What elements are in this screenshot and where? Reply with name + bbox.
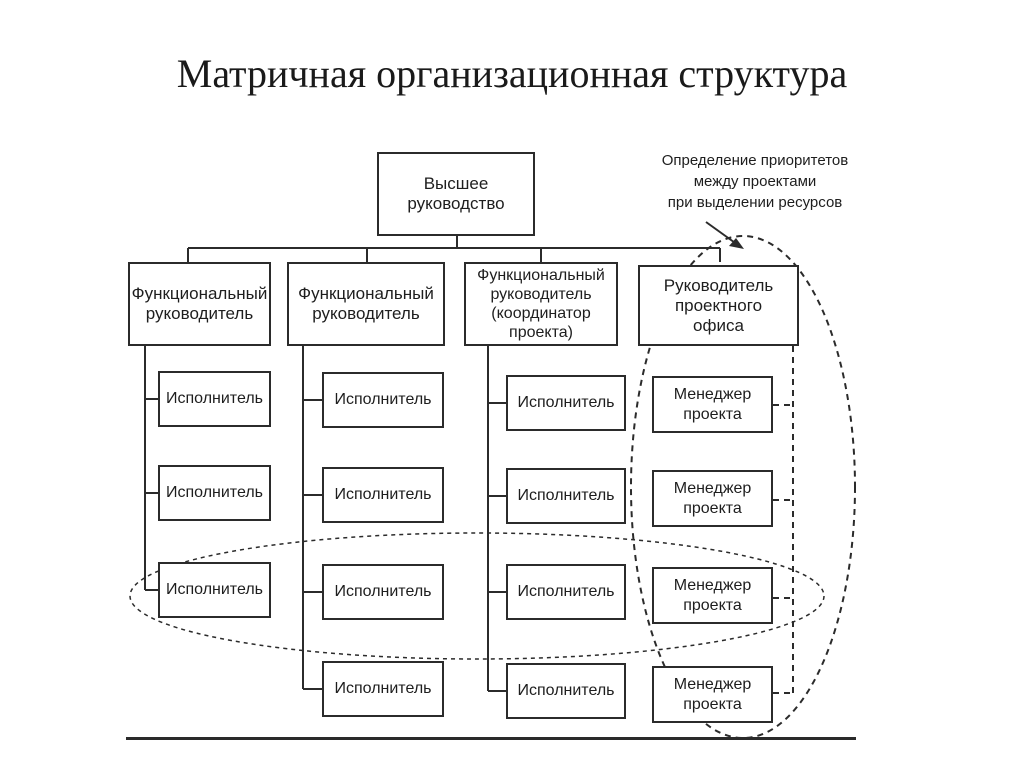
project-manager-box: Менеджер проекта — [652, 666, 773, 723]
functional-manager-box-2: Функциональный руководитель — [287, 262, 445, 346]
performer-box: Исполнитель — [322, 467, 444, 523]
performer-box: Исполнитель — [322, 372, 444, 428]
performer-box: Исполнитель — [158, 465, 271, 521]
functional-manager-box-1: Функциональный руководитель — [128, 262, 271, 346]
project-manager-box: Менеджер проекта — [652, 567, 773, 624]
performer-box: Исполнитель — [506, 564, 626, 620]
priority-annotation: Определение приоритетов между проектами … — [661, 152, 849, 211]
performer-box: Исполнитель — [506, 663, 626, 719]
project-group-ellipse — [129, 532, 825, 660]
performer-box: Исполнитель — [158, 371, 271, 427]
project-manager-box: Менеджер проекта — [652, 470, 773, 527]
slide-title: Матричная организационная структура — [176, 51, 848, 96]
project-manager-box: Менеджер проекта — [652, 376, 773, 433]
scan-edge-line — [126, 737, 856, 740]
functional-manager-coordinator-box: Функциональный руководитель (координатор… — [464, 262, 618, 346]
performer-box: Исполнитель — [322, 564, 444, 620]
performer-box: Исполнитель — [322, 661, 444, 717]
performer-box: Исполнитель — [506, 468, 626, 524]
performer-box: Исполнитель — [158, 562, 271, 618]
performer-box: Исполнитель — [506, 375, 626, 431]
project-office-head-box: Руководитель проектного офиса — [638, 265, 799, 346]
top-management-box: Высшее руководство — [377, 152, 535, 236]
